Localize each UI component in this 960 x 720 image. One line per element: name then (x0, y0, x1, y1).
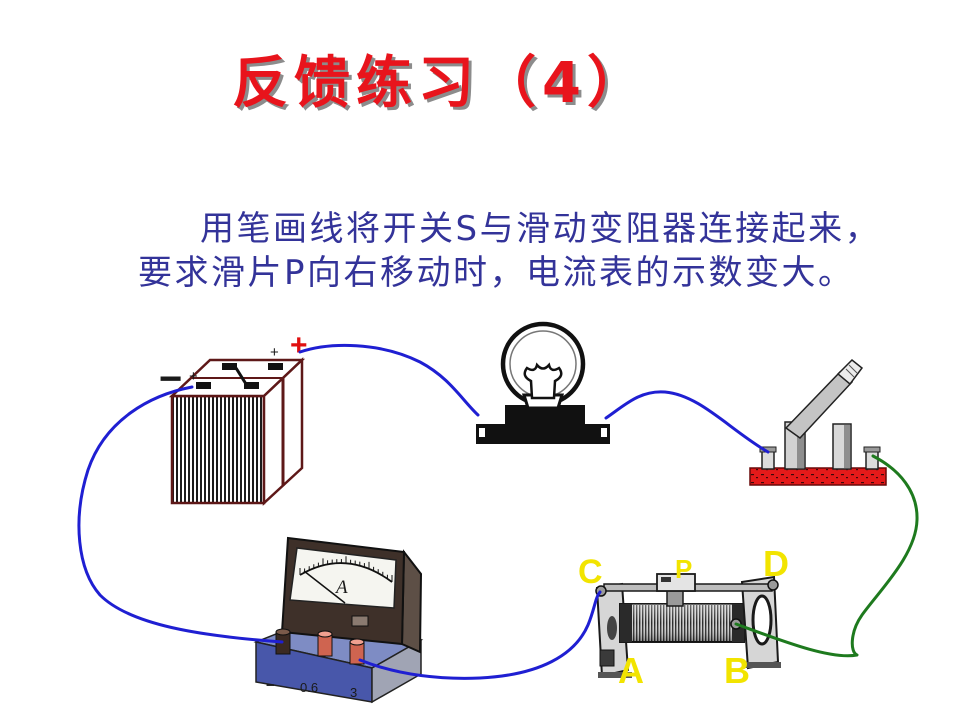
ammeter-label-0-6: 0.6 (300, 680, 318, 695)
battery-cell-mark: + (270, 344, 279, 361)
wire-battery-to-bulb (298, 343, 480, 417)
instruction-line-2: 要求滑片P向右移动时，电流表的示数变大。 (138, 253, 855, 293)
bulb-base-notch (479, 428, 485, 437)
ammeter-housing-side (400, 549, 423, 654)
rheostat-terminal-a (599, 649, 615, 667)
switch-clip-shade (844, 425, 850, 468)
battery-front-face (170, 394, 266, 505)
switch-right-terminal-cap (863, 446, 881, 453)
wire-battery-to-ammeter (77, 385, 284, 644)
rheostat-label-b: B (724, 650, 750, 691)
rheostat-label-d: D (763, 543, 789, 584)
rheostat-slider-p (656, 573, 696, 607)
ammeter-dial-symbol: A (334, 577, 348, 598)
ammeter-terminal-0-6 (317, 630, 333, 657)
light-bulb-icon (476, 321, 610, 444)
bulb-base-plate (476, 424, 610, 444)
rheostat-terminal-d (767, 579, 779, 591)
ammeter-needle (303, 570, 346, 604)
ammeter-terminal-3 (349, 638, 365, 665)
switch-handle-ridge (845, 368, 855, 378)
ammeter-zero-adjuster (351, 615, 369, 627)
battery-cell-connector (234, 367, 248, 385)
ammeter-scale-arc (299, 562, 393, 583)
rheostat-slider-knob (661, 577, 671, 582)
instruction-line-1: 用笔画线将开关S与滑动变阻器连接起来， (200, 209, 882, 249)
bulb-base-notch (601, 428, 607, 437)
rheostat-coil-left-cap (620, 604, 632, 642)
ammeter-terminal-cap (317, 630, 333, 638)
wire-ammeter-to-rheostat-c (358, 590, 602, 680)
rheostat-left-bracket-hole (607, 616, 617, 640)
ammeter-icon: A − 0.6 3 (253, 536, 424, 704)
ammeter-terminal-cap (275, 628, 291, 636)
battery-terminal (268, 363, 283, 370)
switch-right-terminal-post (865, 450, 879, 470)
ammeter-label-3: 3 (350, 685, 357, 700)
switch-handle (836, 358, 864, 386)
rheostat-coil-shading (620, 604, 744, 642)
ammeter-terminal-cap (349, 638, 365, 646)
switch-left-terminal-post (761, 450, 775, 470)
rheostat-left-foot (598, 672, 632, 678)
battery-positive-sign: + (290, 329, 308, 362)
bulb-socket-block (505, 405, 585, 427)
knife-switch-icon (749, 358, 887, 486)
rheostat-label-p: P (675, 554, 692, 584)
battery-terminal (222, 363, 237, 370)
wires (77, 343, 919, 680)
battery-cell-mark: + (189, 368, 198, 385)
bulb-filament (523, 362, 563, 400)
switch-handle-grip (836, 358, 864, 386)
ammeter-scale-ticks (299, 556, 393, 582)
switch-base (749, 467, 887, 486)
battery-icon: + + − + (159, 329, 308, 506)
sliding-rheostat-icon (595, 573, 781, 678)
rheostat-label-c: C (578, 553, 603, 591)
rheostat-labels: C P D A B (578, 543, 789, 691)
switch-handle-ridge (848, 364, 858, 374)
wire-switch-to-rheostat (734, 454, 919, 658)
wire-bulb-to-switch (604, 390, 770, 454)
rheostat-right-foot (745, 662, 781, 668)
slide-title: 反馈练习（4） (232, 51, 649, 116)
battery-terminal (244, 382, 259, 389)
ammeter-label-negative: − (266, 677, 275, 694)
battery-terminal (196, 382, 211, 389)
switch-hinge-shade (797, 423, 804, 468)
rheostat-label-a: A (618, 650, 644, 691)
switch-contact-clip (832, 423, 852, 470)
